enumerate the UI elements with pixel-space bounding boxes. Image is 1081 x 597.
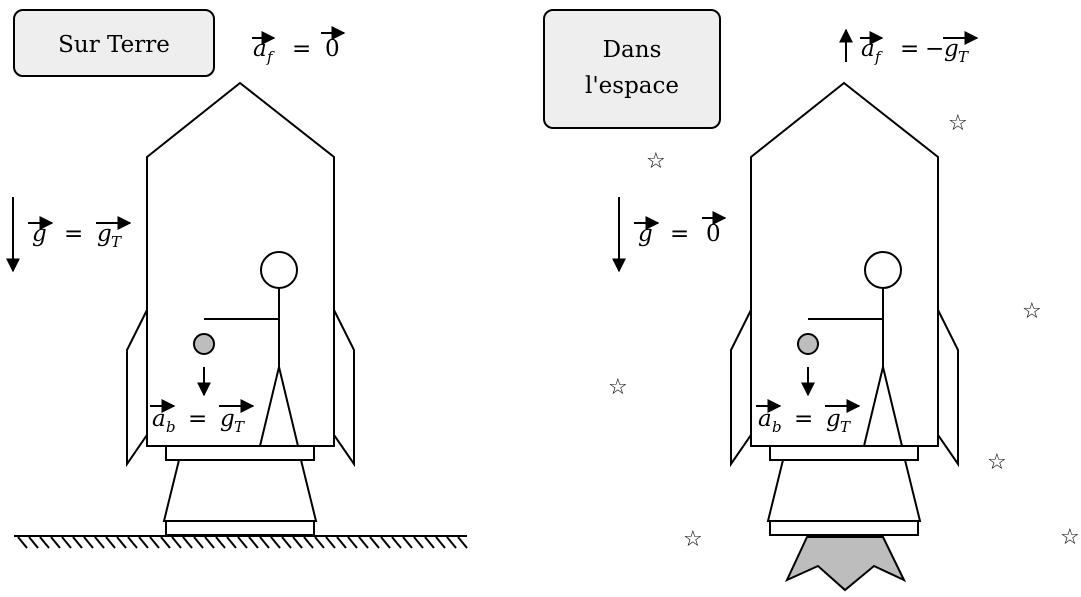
ground-hatch bbox=[237, 536, 248, 549]
ground-hatch bbox=[193, 536, 204, 549]
earth-g-lhs: g bbox=[32, 221, 47, 247]
ground-hatch bbox=[435, 536, 446, 549]
ground-hatch bbox=[248, 536, 259, 549]
space-af-rhs: g bbox=[944, 36, 959, 62]
space-af-equation: a f = − g T bbox=[839, 28, 979, 66]
star-icon: ☆ bbox=[1022, 299, 1042, 324]
ground-hatch bbox=[204, 536, 215, 549]
earth-ball bbox=[193, 333, 215, 355]
star-icon: ☆ bbox=[646, 149, 666, 174]
ground-hatch bbox=[413, 536, 424, 549]
earth-af-rhs: 0 bbox=[325, 36, 340, 62]
ground-hatch bbox=[39, 536, 50, 549]
ground-hatch bbox=[160, 536, 171, 549]
space-af-rhs-sub: T bbox=[958, 48, 969, 66]
earth-g-rhs: g bbox=[97, 221, 112, 247]
ground-hatch bbox=[259, 536, 270, 549]
earth-ab-rhs: g bbox=[220, 406, 235, 432]
ground-hatch bbox=[61, 536, 72, 549]
ground-hatch bbox=[17, 536, 28, 549]
ground-hatch bbox=[424, 536, 435, 549]
svg-text:=: = bbox=[900, 36, 919, 62]
ground-hatch bbox=[116, 536, 127, 549]
ground-hatch bbox=[215, 536, 226, 549]
space-af-lhs: a bbox=[861, 36, 875, 62]
ground-hatch bbox=[336, 536, 347, 549]
ground-hatch bbox=[292, 536, 303, 549]
ground-hatch bbox=[347, 536, 358, 549]
ground-hatch bbox=[380, 536, 391, 549]
space-ab-rhs: g bbox=[826, 406, 841, 432]
space-g-lhs: g bbox=[638, 221, 653, 247]
svg-text:=: = bbox=[292, 36, 311, 62]
ground-hatch bbox=[182, 536, 193, 549]
ground-hatch bbox=[171, 536, 182, 549]
ground-hatch bbox=[28, 536, 39, 549]
ground-hatch bbox=[226, 536, 237, 549]
ground-hatch bbox=[281, 536, 292, 549]
space-af-sign: − bbox=[925, 36, 944, 62]
earth-af-lhs: a bbox=[253, 36, 267, 62]
space-ab-rhs-sub: T bbox=[840, 418, 851, 436]
stars: ☆ ☆ ☆ ☆ ☆ ☆ ☆ bbox=[608, 111, 1080, 552]
ground-hatch bbox=[270, 536, 281, 549]
earth-rocket bbox=[127, 83, 354, 535]
star-icon: ☆ bbox=[987, 450, 1007, 475]
space-ball bbox=[797, 333, 819, 355]
flame bbox=[784, 536, 907, 592]
ground-hatch bbox=[358, 536, 369, 549]
ground-hatch bbox=[457, 536, 468, 549]
svg-text:=: = bbox=[794, 406, 813, 432]
ground-hatch bbox=[369, 536, 380, 549]
ground-hatch bbox=[83, 536, 94, 549]
space-ab-lhs: a bbox=[758, 406, 772, 432]
earth-g-equation: g = g T bbox=[6, 197, 132, 273]
space-rocket bbox=[731, 83, 958, 535]
earth-g-rhs-sub: T bbox=[111, 233, 122, 251]
ground-hatch bbox=[138, 536, 149, 549]
earth-ab-lhs: a bbox=[152, 406, 166, 432]
ground-hatch bbox=[94, 536, 105, 549]
earth-ab-rhs-sub: T bbox=[234, 418, 245, 436]
space-ab-equation: a b = g T bbox=[756, 399, 861, 436]
ground-hatch bbox=[446, 536, 457, 549]
space-scene: Dans l'espace a f = − g T g = 0 bbox=[543, 9, 1080, 592]
ground-hatch bbox=[303, 536, 314, 549]
star-icon: ☆ bbox=[948, 111, 968, 136]
ground-hatch bbox=[127, 536, 138, 549]
earth-af-equation: a f = 0 bbox=[252, 26, 346, 66]
ground-hatch bbox=[50, 536, 61, 549]
svg-text:=: = bbox=[188, 406, 207, 432]
space-title-line2: l'espace bbox=[585, 73, 679, 99]
ground-hatch bbox=[105, 536, 116, 549]
space-g-equation: g = 0 bbox=[612, 197, 727, 273]
earth-scene: Sur Terre a f = 0 g = g T a b = bbox=[6, 9, 468, 549]
ground bbox=[14, 535, 468, 549]
svg-text:=: = bbox=[64, 221, 83, 247]
ground-hatch bbox=[391, 536, 402, 549]
space-ab-sub: b bbox=[772, 418, 782, 436]
space-g-rhs: 0 bbox=[706, 221, 721, 247]
earth-ab-sub: b bbox=[166, 418, 176, 436]
earth-ab-equation: a b = g T bbox=[150, 399, 255, 436]
earth-title: Sur Terre bbox=[58, 32, 170, 58]
ground-hatch bbox=[325, 536, 336, 549]
space-title-box bbox=[543, 9, 721, 129]
ground-hatch bbox=[149, 536, 160, 549]
svg-text:=: = bbox=[670, 221, 689, 247]
star-icon: ☆ bbox=[683, 527, 703, 552]
star-icon: ☆ bbox=[1060, 525, 1080, 550]
ground-hatch bbox=[402, 536, 413, 549]
star-icon: ☆ bbox=[608, 375, 628, 400]
earth-af-sub: f bbox=[266, 48, 275, 66]
ground-hatch bbox=[314, 536, 325, 549]
ground-hatch bbox=[72, 536, 83, 549]
space-title-line1: Dans bbox=[603, 37, 662, 63]
earth-title-box bbox=[13, 9, 215, 77]
space-af-sub: f bbox=[874, 48, 883, 66]
